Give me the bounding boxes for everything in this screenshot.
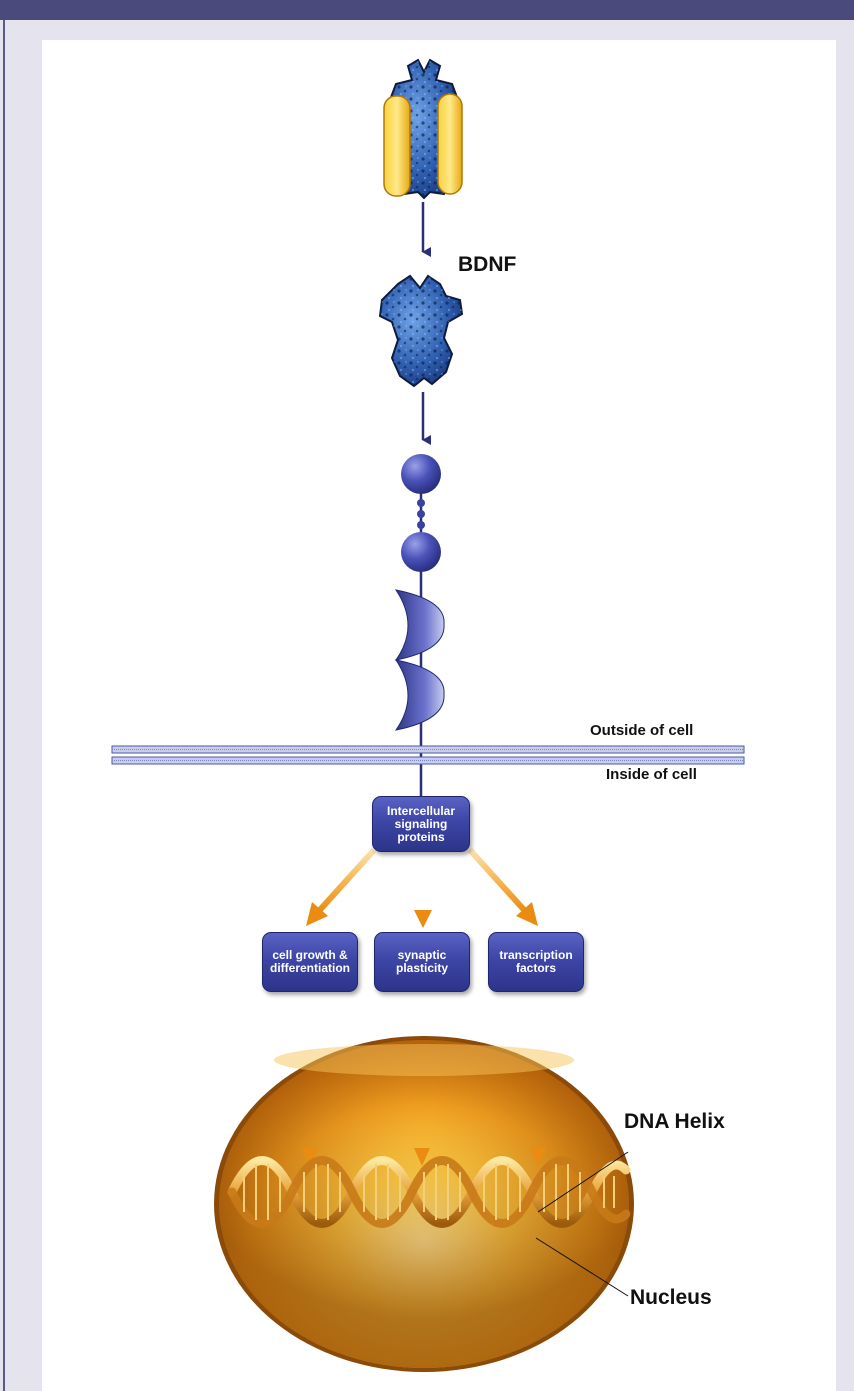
crescent-domain-2 [394, 659, 445, 731]
outside-cell-label: Outside of cell [590, 722, 694, 739]
domain-ball-1 [401, 454, 441, 494]
cell-growth-box: cell growth & differentiation [262, 932, 358, 992]
domain-ball-2 [401, 532, 441, 572]
dna-helix-icon [227, 1156, 631, 1228]
cell-membrane [111, 745, 745, 765]
linker-dot-2 [417, 510, 425, 518]
linker-dot-1 [417, 499, 425, 507]
bdnf-protein-icon [378, 274, 464, 388]
branch-arrows [306, 847, 538, 928]
bdnf-label: BDNF [458, 253, 517, 276]
receptor-dimer-icon [383, 58, 463, 200]
dna-leader-line [537, 1151, 629, 1213]
left-border [3, 20, 5, 1391]
transcription-factors-box: transcription factors [488, 932, 584, 992]
crescent-domain-1 [394, 589, 445, 661]
dna-helix-label: DNA Helix [624, 1110, 725, 1133]
synaptic-plasticity-box: synaptic plasticity [374, 932, 470, 992]
linker-dot-3 [417, 521, 425, 529]
signaling-proteins-box: Intercellular signaling proteins [372, 796, 470, 852]
nucleus-leader-line [535, 1237, 629, 1297]
arrows-to-dna [302, 996, 546, 1166]
top-bar [0, 0, 854, 20]
inside-cell-label: Inside of cell [606, 766, 697, 783]
nucleus-label: Nucleus [630, 1286, 712, 1309]
